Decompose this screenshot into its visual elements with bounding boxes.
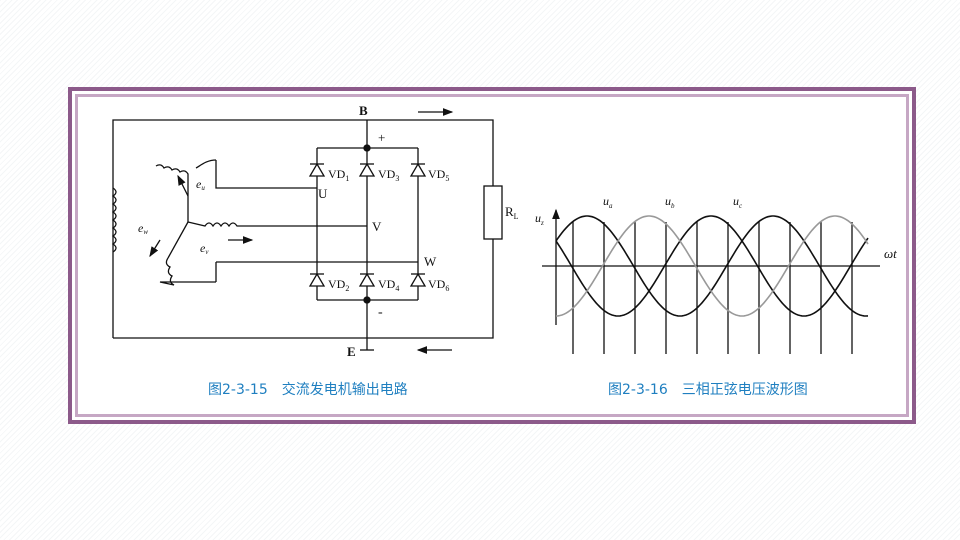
- circuit-diagram: [111, 108, 503, 354]
- vd1-sub: 1: [345, 174, 349, 183]
- wave-uc: [555, 215, 869, 317]
- emf-u-sub: u: [201, 184, 205, 192]
- winding-v: [187, 221, 250, 228]
- svg-text:VD5: VD5: [428, 167, 449, 183]
- diode-vd5: [409, 162, 427, 177]
- svg-text:uc: uc: [733, 194, 743, 210]
- node-e-label: E: [347, 344, 356, 359]
- vd4-sub: 4: [395, 284, 399, 293]
- figure-frame-inner: [75, 94, 909, 417]
- y-axis-label: u: [535, 211, 541, 225]
- uc-label: u: [733, 194, 739, 208]
- figure-frame: [68, 87, 916, 424]
- caption-left: 图2-3-15 交流发电机输出电路: [208, 381, 408, 398]
- svg-text:ua: ua: [603, 194, 613, 210]
- phase-w-label: W: [424, 254, 437, 269]
- caption-right: 图2-3-16 三相正弦电压波形图: [608, 382, 808, 398]
- phase-u-wire: [215, 185, 317, 189]
- winding-w: [159, 257, 216, 286]
- minus-label: -: [378, 305, 383, 320]
- vd5-label: VD: [428, 167, 446, 181]
- emf-w-sub: w: [143, 228, 148, 236]
- svg-text:ew: ew: [138, 221, 148, 236]
- emf-u-arrow: [177, 174, 189, 197]
- emf-u-label: e: [196, 177, 202, 191]
- load-resistor-sub: L: [514, 212, 519, 221]
- svg-text:VD4: VD4: [378, 277, 399, 293]
- svg-text:eu: eu: [196, 177, 205, 192]
- diode-vd1: [308, 162, 326, 177]
- vd5-sub: 5: [445, 174, 449, 183]
- svg-text:RL: RL: [505, 204, 519, 221]
- diode-vd6: [409, 272, 427, 287]
- emf-w-label: e: [138, 221, 144, 235]
- y-axis-sub: z: [540, 219, 544, 227]
- load-resistor-label: R: [505, 204, 514, 219]
- emf-v-sub: v: [205, 248, 209, 256]
- svg-text:uz: uz: [535, 211, 544, 227]
- plus-label: +: [378, 130, 385, 145]
- ub-sub: b: [671, 202, 675, 210]
- svg-text:VD1: VD1: [328, 167, 349, 183]
- outer-loop-wire: [112, 119, 494, 338]
- wave-ua: [555, 215, 869, 317]
- outer-loop-bottom-wire: [113, 239, 494, 339]
- waveform-diagram: uz ωt ua ub uc: [535, 194, 897, 354]
- vd6-sub: 6: [445, 284, 449, 293]
- ua-label: u: [603, 194, 609, 208]
- svg-text:VD3: VD3: [378, 167, 399, 183]
- phase-v-label: V: [372, 219, 382, 234]
- emf-v-label: e: [200, 241, 206, 255]
- diode-vd2: [308, 272, 326, 287]
- circuit-labels: B E + - U V W RL eu ev ew VD1 VD3 VD5 VD…: [138, 103, 519, 359]
- x-axis-label: ωt: [884, 246, 897, 261]
- vd2-sub: 2: [345, 284, 349, 293]
- wave-ub: [555, 215, 869, 317]
- phase-u-label: U: [318, 186, 328, 201]
- uc-sub: c: [739, 202, 743, 210]
- svg-text:VD6: VD6: [428, 277, 449, 293]
- vd3-sub: 3: [395, 174, 399, 183]
- ub-label: u: [665, 194, 671, 208]
- svg-text:VD2: VD2: [328, 277, 349, 293]
- vd6-label: VD: [428, 277, 446, 291]
- diode-vd4: [358, 272, 376, 287]
- ua-sub: a: [609, 202, 613, 210]
- emf-w-arrow: [149, 239, 161, 258]
- vd4-label: VD: [378, 277, 396, 291]
- node-b-label: B: [359, 103, 368, 118]
- vd2-label: VD: [328, 277, 346, 291]
- svg-text:ev: ev: [200, 241, 209, 256]
- vd1-label: VD: [328, 167, 346, 181]
- commutation-lines: [572, 222, 853, 354]
- winding-star-center: [167, 221, 189, 259]
- diode-vd3: [358, 162, 376, 177]
- winding-u: [155, 159, 217, 222]
- load-resistor: [483, 185, 503, 240]
- winding-left-coil: [111, 187, 117, 253]
- svg-text:ub: ub: [665, 194, 675, 210]
- vd3-label: VD: [378, 167, 396, 181]
